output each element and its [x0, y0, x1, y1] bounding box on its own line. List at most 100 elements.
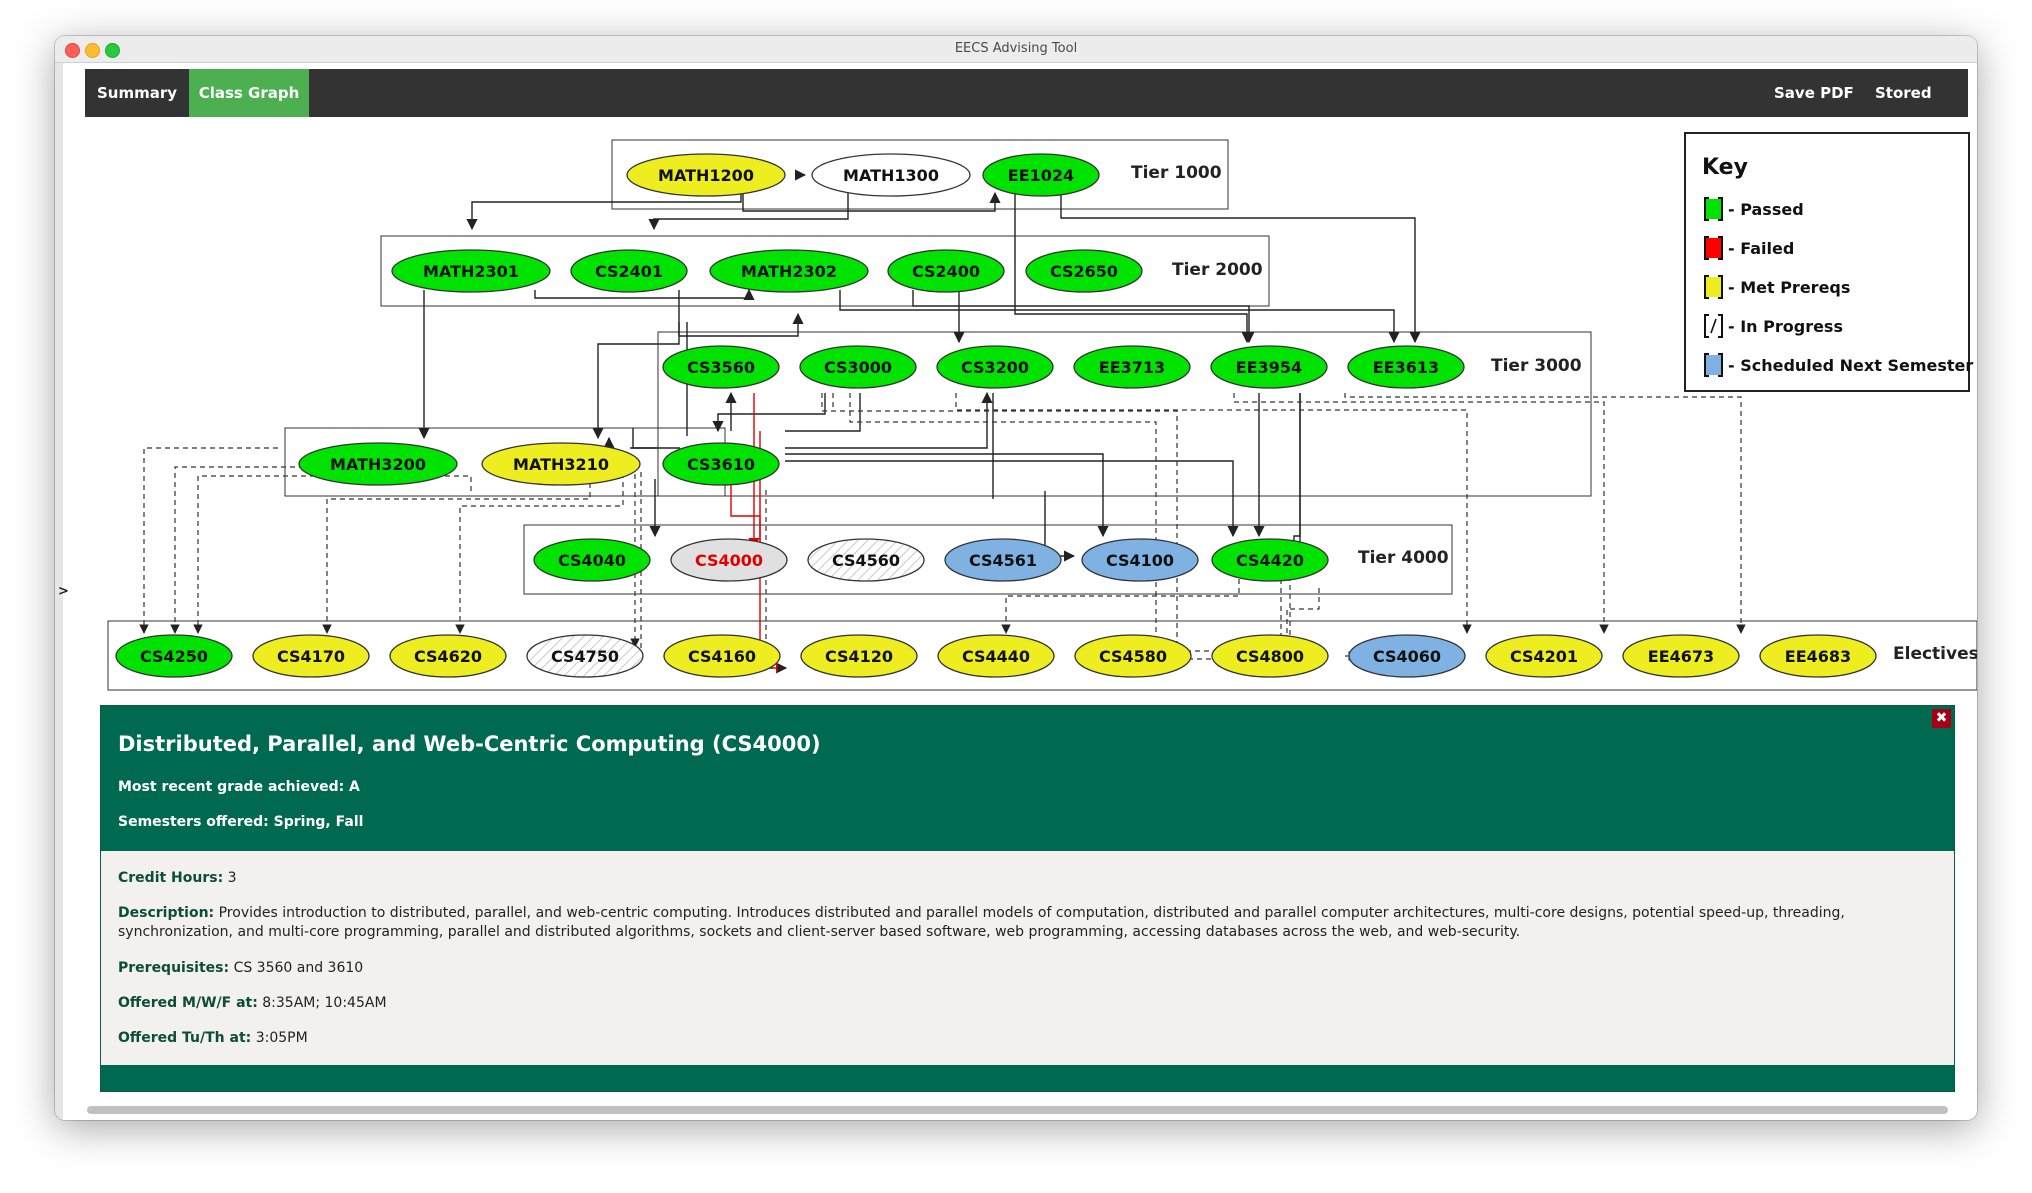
save-pdf-button[interactable]: Save PDF — [1774, 84, 1854, 102]
tab-class-graph[interactable]: Class Graph — [189, 69, 309, 117]
horizontal-scrollbar[interactable] — [87, 1106, 1948, 1114]
course-title: Distributed, Parallel, and Web-Centric C… — [118, 732, 821, 756]
node-label: CS3000 — [824, 358, 892, 377]
node-label: CS2400 — [912, 262, 980, 281]
electives-box — [107, 620, 1977, 691]
elective-edges — [139, 393, 1746, 676]
node-cs4000-selected[interactable]: CS4000 — [670, 538, 788, 582]
node-cs4420[interactable]: CS4420 — [1211, 538, 1329, 582]
credit-hours-value: 3 — [227, 870, 237, 886]
node-ee4673[interactable]: EE4673 — [1622, 634, 1740, 678]
sidebar-expand-icon[interactable]: > — [58, 584, 69, 599]
node-label: CS3200 — [961, 358, 1029, 377]
course-details-header: Distributed, Parallel, and Web-Centric C… — [101, 706, 1954, 851]
close-details-button[interactable]: ✖ — [1932, 709, 1951, 728]
offered-tuth-label: Offered Tu/Th at: — [118, 1030, 252, 1046]
node-math3210[interactable]: MATH3210 — [481, 442, 641, 486]
node-cs4560[interactable]: CS4560 — [807, 538, 925, 582]
node-label: CS4040 — [558, 551, 626, 570]
node-label: CS2650 — [1050, 262, 1118, 281]
node-cs3610[interactable]: CS3610 — [662, 442, 780, 486]
tab-summary[interactable]: Summary — [96, 84, 178, 102]
node-label: MATH3210 — [513, 455, 609, 474]
node-cs4160[interactable]: CS4160 — [663, 634, 781, 678]
node-label: EE4683 — [1785, 647, 1851, 666]
recent-grade: Most recent grade achieved: A — [118, 779, 360, 795]
electives-label: Electives — [1893, 644, 1977, 664]
selected-prereq-edges — [730, 393, 788, 674]
node-cs2400[interactable]: CS2400 — [887, 249, 1005, 293]
zoom-window-button[interactable] — [105, 43, 120, 58]
app-window: EECS Advising Tool > Summary Class Graph… — [55, 36, 1977, 1120]
window-title: EECS Advising Tool — [954, 41, 1078, 56]
node-math1300[interactable]: MATH1300 — [811, 153, 971, 197]
node-cs4170[interactable]: CS4170 — [252, 634, 370, 678]
node-label: EE3613 — [1373, 358, 1439, 377]
legend-passed-label: - Passed — [1728, 200, 1804, 219]
node-ee3713[interactable]: EE3713 — [1073, 345, 1191, 389]
tier-3000-label: Tier 3000 — [1491, 356, 1582, 376]
close-window-button[interactable] — [65, 43, 80, 58]
node-cs4620[interactable]: CS4620 — [389, 634, 507, 678]
node-cs4440[interactable]: CS4440 — [937, 634, 1055, 678]
node-label: CS4420 — [1236, 551, 1304, 570]
node-label: CS4100 — [1106, 551, 1174, 570]
node-label: CS4201 — [1510, 647, 1578, 666]
node-label: EE4673 — [1648, 647, 1714, 666]
node-label: CS4250 — [140, 647, 208, 666]
node-cs4800[interactable]: CS4800 — [1211, 634, 1329, 678]
node-math2302[interactable]: MATH2302 — [709, 249, 869, 293]
legend-failed-label: - Failed — [1728, 239, 1794, 258]
node-cs4201[interactable]: CS4201 — [1485, 634, 1603, 678]
node-label: CS4750 — [551, 647, 619, 666]
node-ee3954[interactable]: EE3954 — [1210, 345, 1328, 389]
node-cs2650[interactable]: CS2650 — [1025, 249, 1143, 293]
legend-in-progress-label: - In Progress — [1728, 317, 1843, 336]
prerequisites-value: CS 3560 and 3610 — [233, 960, 364, 976]
node-label: EE3713 — [1099, 358, 1165, 377]
node-cs3000[interactable]: CS3000 — [799, 345, 917, 389]
node-label: CS4620 — [414, 647, 482, 666]
node-label: MATH2301 — [423, 262, 519, 281]
node-label: CS4440 — [962, 647, 1030, 666]
description-value: Provides introduction to distributed, pa… — [118, 905, 1845, 940]
title-bar: EECS Advising Tool — [55, 36, 1977, 63]
tier-2000-box — [380, 235, 1270, 307]
node-cs4250[interactable]: CS4250 — [115, 634, 233, 678]
node-label: MATH1200 — [658, 166, 754, 185]
node-ee4683[interactable]: EE4683 — [1759, 634, 1877, 678]
node-cs4580[interactable]: CS4580 — [1074, 634, 1192, 678]
node-label: CS4170 — [277, 647, 345, 666]
tier-4000-box — [523, 524, 1453, 595]
node-cs4120[interactable]: CS4120 — [800, 634, 918, 678]
node-math1200[interactable]: MATH1200 — [626, 153, 786, 197]
node-cs3560[interactable]: CS3560 — [662, 345, 780, 389]
minimize-window-button[interactable] — [85, 43, 100, 58]
node-math2301[interactable]: MATH2301 — [391, 249, 551, 293]
credit-hours-label: Credit Hours: — [118, 870, 224, 886]
node-label: CS3560 — [687, 358, 755, 377]
node-ee3613[interactable]: EE3613 — [1347, 345, 1465, 389]
node-label: CS4060 — [1373, 647, 1441, 666]
credit-hours-row: Credit Hours: 3 — [118, 869, 1938, 888]
course-details-panel: Distributed, Parallel, and Web-Centric C… — [100, 705, 1955, 1092]
node-label: EE3954 — [1236, 358, 1302, 377]
top-navbar: Summary Class Graph Save PDF Stored Repo… — [85, 69, 1968, 150]
tier-1000-box — [611, 139, 1229, 210]
node-cs2401[interactable]: CS2401 — [570, 249, 688, 293]
node-cs4040[interactable]: CS4040 — [533, 538, 651, 582]
node-cs4750[interactable]: CS4750 — [526, 634, 644, 678]
offered-mwf-value: 8:35AM; 10:45AM — [262, 995, 387, 1011]
node-label: CS4560 — [832, 551, 900, 570]
node-cs4100[interactable]: CS4100 — [1081, 538, 1199, 582]
tier-4000-label: Tier 4000 — [1358, 548, 1449, 568]
legend-title: Key — [1702, 155, 1748, 180]
node-cs4561[interactable]: CS4561 — [944, 538, 1062, 582]
collapsed-sidebar[interactable] — [55, 63, 63, 1120]
node-cs3200[interactable]: CS3200 — [936, 345, 1054, 389]
legend-scheduled-label: - Scheduled Next Semester — [1728, 356, 1973, 375]
description-row: Description: Provides introduction to di… — [118, 904, 1938, 942]
node-math3200[interactable]: MATH3200 — [298, 442, 458, 486]
node-cs4060[interactable]: CS4060 — [1348, 634, 1466, 678]
node-ee1024[interactable]: EE1024 — [982, 153, 1100, 197]
